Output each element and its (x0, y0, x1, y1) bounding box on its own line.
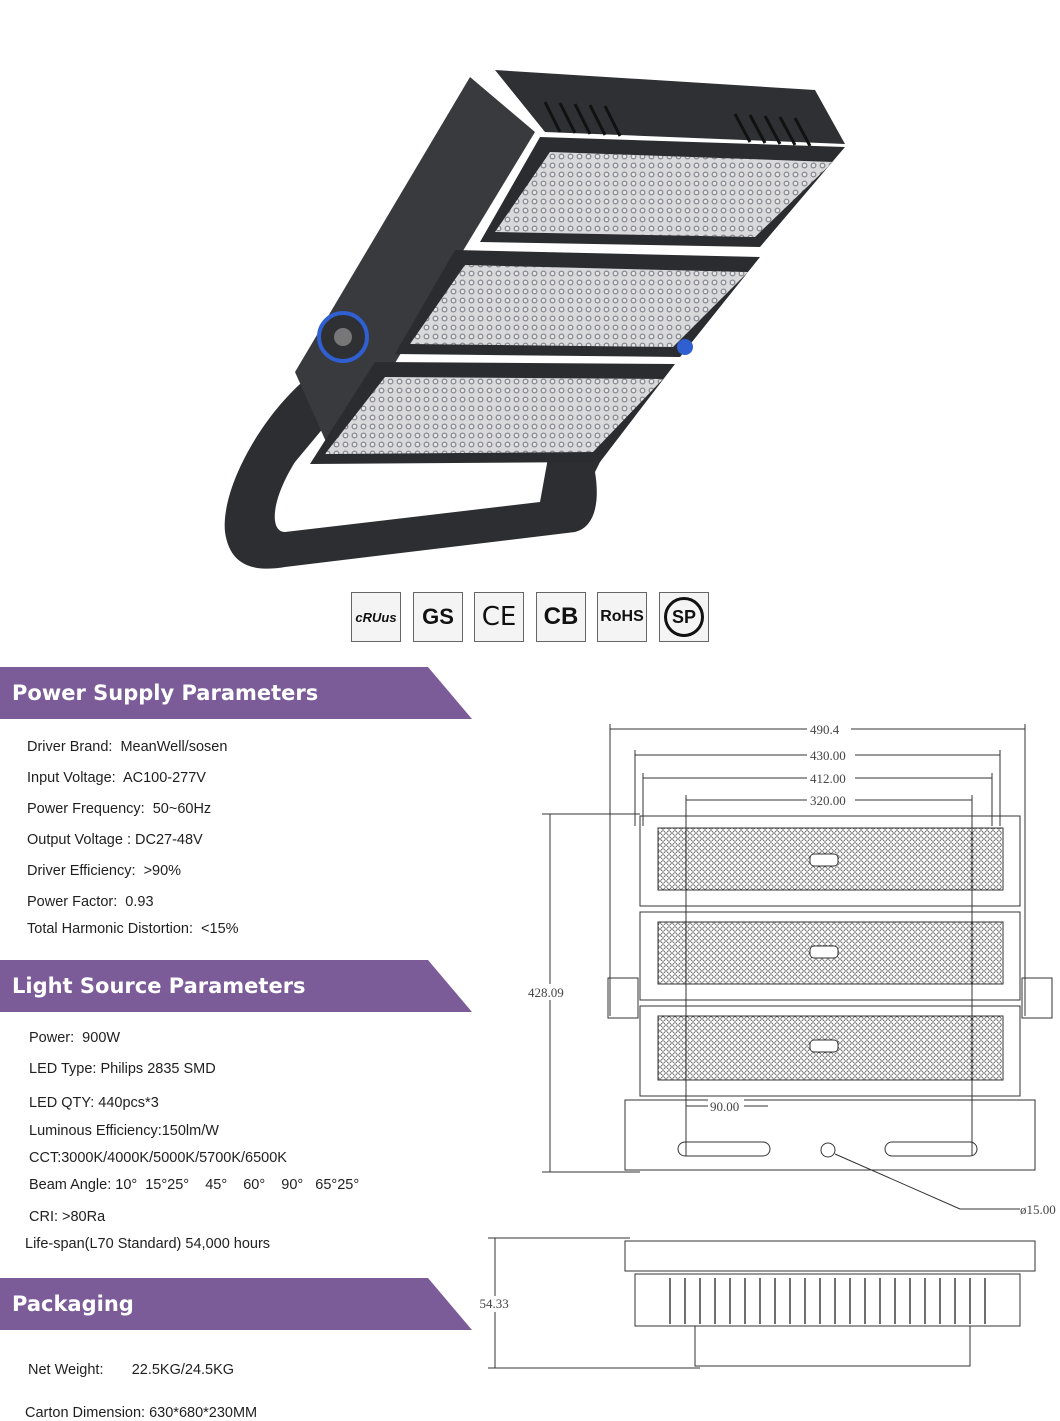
ul-cert-logo: cRUus (351, 592, 401, 642)
power: Power: 900W (29, 1030, 121, 1046)
gs-cert-logo: GS (413, 592, 463, 642)
power-supply-heading: Power Supply Parameters (0, 667, 472, 719)
thd: Total Harmonic Distortion: <15% (27, 921, 239, 937)
luminous-efficiency: Luminous Efficiency:150lm/W (29, 1123, 219, 1139)
cct: CCT:3000K/4000K/5000K/5700K/6500K (29, 1150, 287, 1166)
dim-width-module: 412.00 (810, 771, 846, 786)
cb-cert-logo: CB (536, 592, 586, 642)
carton-dimension: Carton Dimension: 630*680*230MM (25, 1405, 258, 1421)
csa-cert-logo: SP (659, 592, 709, 642)
beam-angle: Beam Angle: 10° 15°25° 45° 60° 90° 65°25… (29, 1177, 360, 1193)
power-factor: Power Factor: 0.93 (27, 894, 154, 910)
dim-width-body: 430.00 (810, 748, 846, 763)
light-source-heading: Light Source Parameters (0, 960, 472, 1012)
driver-efficiency: Driver Efficiency: >90% (27, 863, 182, 879)
dim-hole: ø15.00 (1020, 1202, 1056, 1217)
dimension-drawing: 490.4 430.00 412.00 320.00 428.09 90.00 … (480, 721, 1056, 1369)
dim-depth: 154.33 (480, 1296, 509, 1311)
net-weight: Net Weight: 22.5KG/24.5KG (28, 1362, 235, 1378)
driver-brand: Driver Brand: MeanWell/sosen (27, 739, 228, 755)
input-voltage: Input Voltage: AC100-277V (27, 770, 206, 786)
dim-width-bracket: 320.00 (810, 793, 846, 808)
ce-cert-logo: CE (474, 592, 524, 642)
output-voltage: Output Voltage : DC27-48V (27, 832, 203, 848)
dim-width-overall: 490.4 (810, 722, 840, 737)
dim-slot: 90.00 (710, 1099, 739, 1114)
power-frequency: Power Frequency: 50~60Hz (27, 801, 212, 817)
dim-height: 428.09 (528, 985, 564, 1000)
rohs-cert-logo: RoHS (597, 592, 647, 642)
life-span: Life-span(L70 Standard) 54,000 hours (25, 1236, 271, 1252)
led-qty: LED QTY: 440pcs*3 (29, 1095, 159, 1111)
cri: CRI: >80Ra (29, 1209, 106, 1225)
packaging-heading: Packaging (0, 1278, 472, 1330)
product-image (224, 70, 845, 569)
led-type: LED Type: Philips 2835 SMD (29, 1061, 216, 1077)
